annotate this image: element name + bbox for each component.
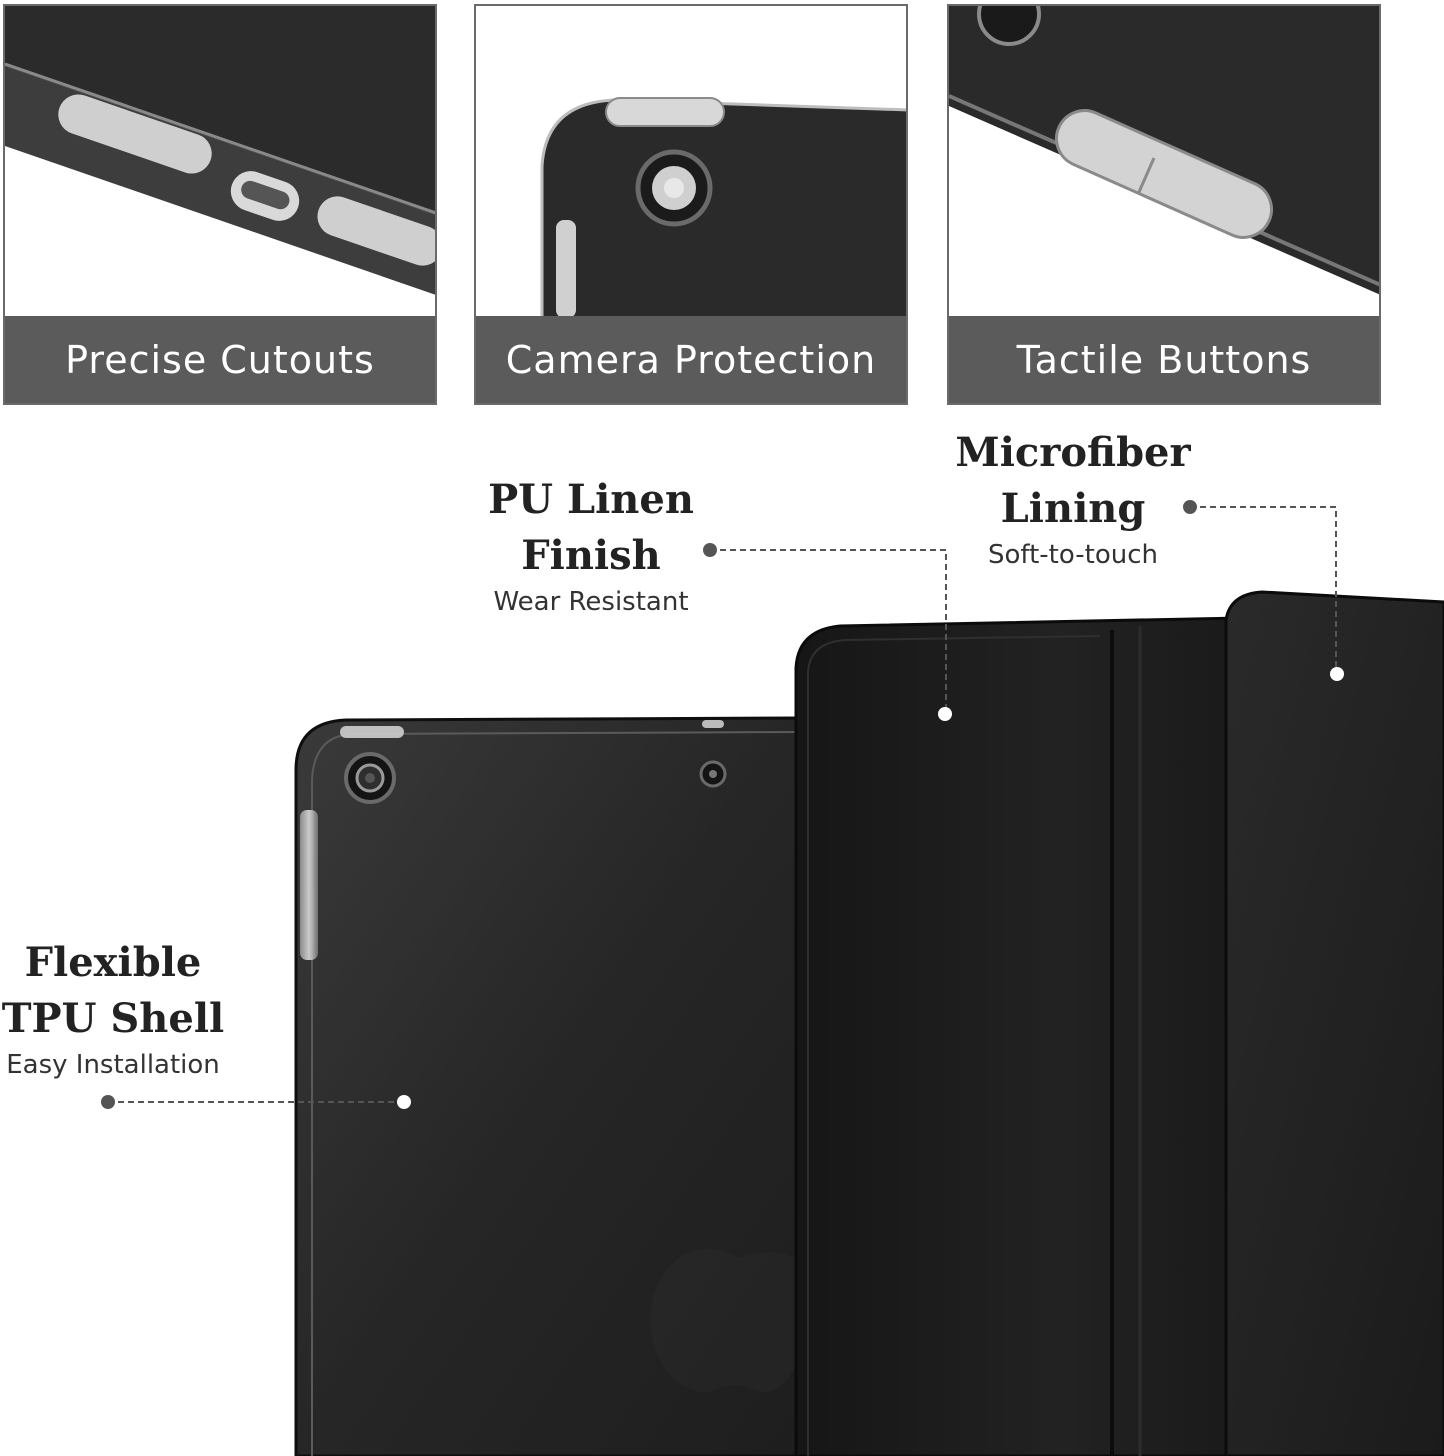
apple-logo-icon xyxy=(650,1248,800,1392)
feature-title: Lining xyxy=(1000,485,1146,532)
feature-subtitle: Soft-to-touch xyxy=(987,540,1158,570)
feature-subtitle: Easy Installation xyxy=(6,1050,220,1080)
feature-pu-linen: PU Linen Finish Wear Resistant xyxy=(476,472,706,620)
feature-title: PU Linen xyxy=(488,476,694,523)
thumbnail-caption: Precise Cutouts xyxy=(5,316,435,403)
feature-title: TPU Shell xyxy=(1,995,225,1042)
microphone-hole-icon xyxy=(699,760,727,788)
feature-title: Flexible xyxy=(24,939,202,986)
thumbnail-caption: Tactile Buttons xyxy=(949,316,1379,403)
feature-tpu-shell: Flexible TPU Shell Easy Installation xyxy=(0,935,226,1083)
feature-title: Microfiber xyxy=(955,429,1191,476)
volume-buttons-photo xyxy=(949,6,1379,318)
camera-lens-icon xyxy=(344,752,396,804)
feature-subtitle: Wear Resistant xyxy=(493,587,689,617)
feature-title: Finish xyxy=(521,532,661,579)
pu-linen-cover xyxy=(794,616,1242,1456)
camera-corner-photo xyxy=(476,6,906,318)
microfiber-lining xyxy=(1224,590,1444,1456)
feature-microfiber-lining: Microfiber Lining Soft-to-touch xyxy=(944,425,1202,573)
tpu-shell xyxy=(294,716,802,1456)
thumbnail-precise-cutouts: Precise Cutouts xyxy=(3,4,437,405)
thumbnail-camera-protection: Camera Protection xyxy=(474,4,908,405)
port-cutouts-photo xyxy=(5,6,435,318)
thumbnail-caption: Camera Protection xyxy=(476,316,906,403)
thumbnail-tactile-buttons: Tactile Buttons xyxy=(947,4,1381,405)
